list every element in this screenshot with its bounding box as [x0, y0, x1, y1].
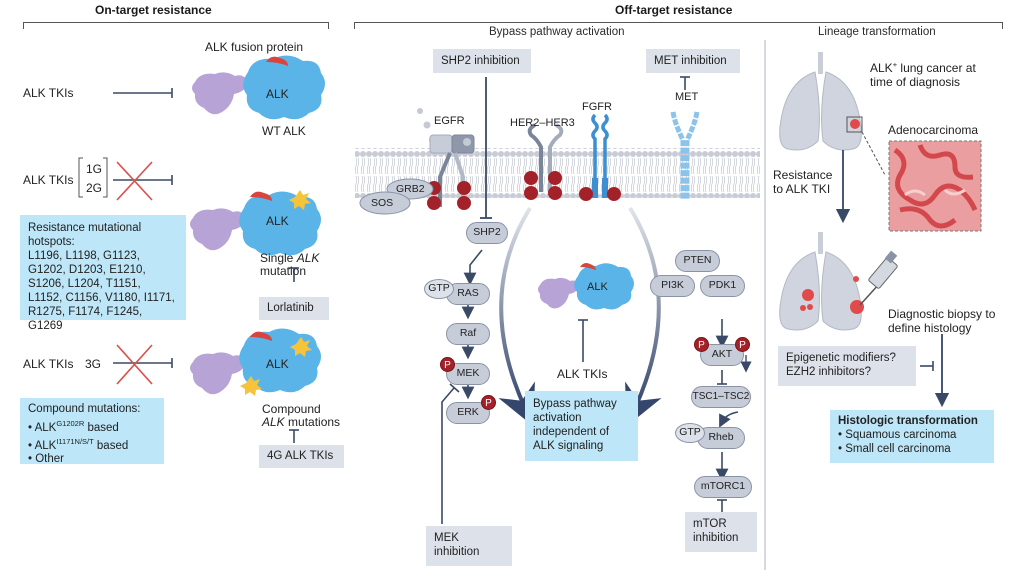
- gen-1g-label: 1G: [86, 162, 103, 176]
- inhibit-akt-tsc: [717, 370, 727, 385]
- gen-3g-label: 3G: [85, 357, 102, 371]
- compound-item: • Other: [28, 453, 64, 466]
- shp2-node: SHP2: [466, 222, 508, 244]
- pi3k-node: PI3K: [650, 275, 695, 297]
- resistance-label: Resistance to ALK TKI: [773, 168, 833, 196]
- inhibit-line-row1: [113, 88, 173, 98]
- inhibit-epigenetic: [920, 361, 934, 371]
- alk-fusion-protein-label: ALK fusion protein: [205, 40, 304, 54]
- mek-phospho-badge: P: [440, 357, 455, 372]
- ras-node: RAS: [446, 283, 490, 305]
- alk-fusion-protein-wt: [192, 55, 325, 120]
- single-alk-mutation-label: Single ALK mutation: [260, 251, 320, 278]
- inhibit-4g: [289, 429, 299, 443]
- compound-item: • ALKG1202R based: [28, 418, 119, 434]
- erk-node: ERK: [446, 402, 490, 424]
- biopsy-label: Diagnostic biopsy to define histology: [888, 307, 996, 335]
- mtorc1-node: mTORC1: [694, 476, 752, 498]
- alk-compound-mutation-protein: [190, 328, 321, 396]
- off-target-bracket: [354, 22, 1003, 29]
- erk-phospho-badge: P: [481, 395, 496, 410]
- lung-diagnosis-illustration: [779, 52, 886, 176]
- off-target-title: Off-target resistance: [615, 3, 733, 17]
- met-label: MET: [675, 91, 699, 103]
- pten-node: PTEN: [675, 250, 720, 272]
- inhibit-lorlatinib: [289, 267, 299, 282]
- alk-single-mutation-protein: [190, 190, 321, 256]
- wt-alk-label: WT ALK: [262, 124, 306, 138]
- her2-her3-label: HER2–HER3: [510, 117, 575, 129]
- fgfr-receptor: [579, 113, 621, 201]
- mek-node: MEK: [446, 363, 490, 385]
- inhibit-line-row3: [113, 358, 173, 368]
- gtp-node-rheb: GTP: [675, 423, 705, 443]
- lorlatinib-box: Lorlatinib: [259, 297, 329, 320]
- row3-alk-label: ALK: [266, 357, 289, 371]
- arrow-shp2-ras: [463, 249, 483, 286]
- fgfr-label: FGFR: [582, 101, 612, 113]
- akt-phospho-badge-1: P: [694, 337, 709, 352]
- arrow-tsc-rheb: [719, 411, 739, 428]
- compound-item: • ALKI1171N/S/T based: [28, 436, 129, 452]
- bypass-title: Bypass pathway activation: [489, 26, 625, 38]
- bypass-independent-box: Bypass pathway activation independent of…: [525, 391, 638, 461]
- adenocarcinoma-label: Adenocarcinoma: [888, 123, 979, 137]
- row1-drug-label: ALK TKIs: [23, 86, 74, 100]
- her2-her3-receptor: [524, 123, 564, 200]
- alk-center-protein: [538, 263, 634, 310]
- alk-positive-diagnosis-label: ALK+ lung cancer at time of diagnosis: [870, 60, 976, 89]
- raf-node: Raf: [446, 323, 490, 345]
- inhibit-line-row2: [113, 175, 173, 185]
- mtor-inhibition-box: mTOR inhibition: [685, 512, 757, 552]
- inhibit-center-alk: [578, 319, 588, 362]
- epigenetic-box: Epigenetic modifiers? EZH2 inhibitors?: [778, 346, 916, 386]
- row2-alk-label: ALK: [266, 214, 289, 228]
- shp2-inhibition-box: SHP2 inhibition: [433, 49, 531, 73]
- sos-label: SOS: [371, 197, 394, 209]
- lineage-title: Lineage transformation: [818, 26, 936, 38]
- rheb-node: Rheb: [697, 427, 745, 449]
- akt-phospho-badge-2: P: [735, 337, 750, 352]
- on-target-title: On-target resistance: [95, 3, 212, 17]
- row3-drug-label: ALK TKIs: [23, 357, 74, 371]
- gtp-node-ras: GTP: [424, 279, 454, 299]
- adenocarcinoma-histology: [888, 140, 982, 232]
- compound-mutations-box: Compound mutations: • ALKG1202R based • …: [20, 398, 164, 466]
- lung-biopsy-illustration: [779, 232, 898, 331]
- mek-inhibition-box: MEK inhibition: [426, 526, 512, 566]
- gen-2g-label: 2G: [86, 181, 103, 195]
- sos-shape: [359, 191, 411, 215]
- center-alk-tkis-label: ALK TKIs: [557, 367, 608, 381]
- akt-node: AKT: [700, 344, 744, 366]
- inhibit-mek: [441, 383, 460, 524]
- met-receptor: [670, 76, 700, 200]
- egfr-label: EGFR: [434, 115, 465, 127]
- bracket-generations-row2: [78, 157, 108, 198]
- egfr-receptor: [417, 108, 475, 207]
- grb2-label: GRB2: [396, 183, 425, 195]
- histologic-transformation-box: Histologic transformation • Squamous car…: [830, 410, 994, 463]
- bypass-arc-right: [625, 206, 662, 427]
- center-alk-label: ALK: [587, 281, 608, 293]
- cross-mark-row2: [116, 161, 153, 201]
- lineage-divider: [764, 40, 766, 570]
- 4g-alk-tkis-box: 4G ALK TKIs: [259, 445, 344, 468]
- tsc1-tsc2-node: TSC1–TSC2: [691, 386, 751, 408]
- pdk1-node: PDK1: [700, 275, 745, 297]
- on-target-bracket: [23, 22, 329, 29]
- inhibit-shp2: [480, 77, 492, 219]
- row1-alk-label: ALK: [266, 87, 289, 101]
- compound-alk-mutations-label: Compound ALK mutations: [262, 402, 341, 429]
- met-inhibition-box: MET inhibition: [646, 49, 740, 73]
- cross-mark-row3: [116, 344, 153, 385]
- bypass-arc-left: [498, 206, 535, 427]
- hotspots-box: Resistance mutational hotspots: L1196, L…: [20, 215, 186, 332]
- row2-drug-label: ALK TKIs: [23, 173, 74, 187]
